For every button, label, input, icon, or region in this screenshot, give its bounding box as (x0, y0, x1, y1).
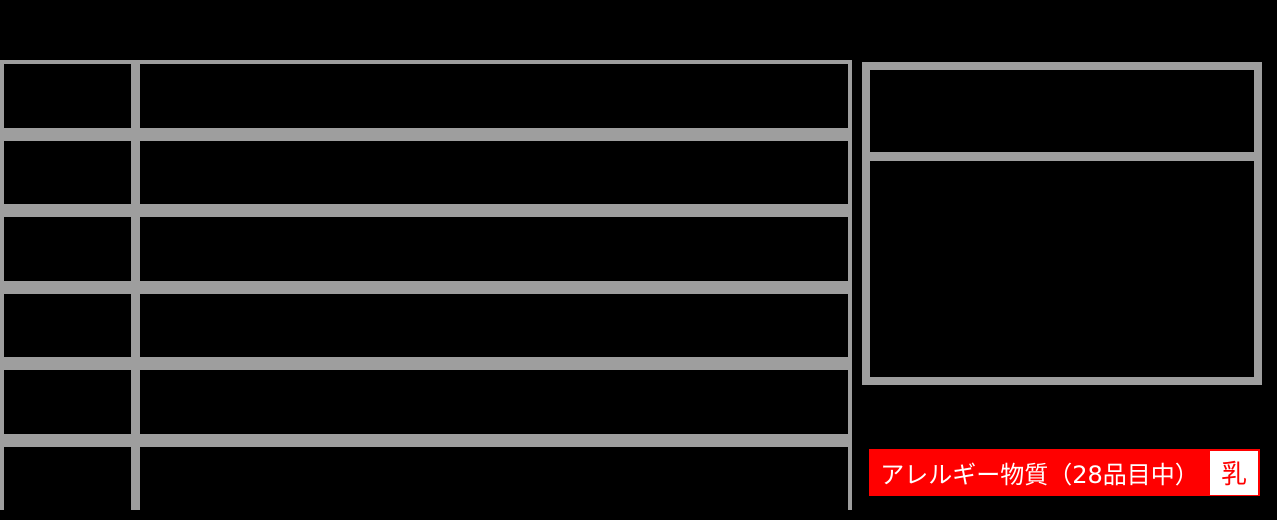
table-cell-value (140, 446, 848, 510)
table-row (0, 217, 852, 281)
allergy-badge: アレルギー物質（28品目中） 乳 (869, 449, 1260, 496)
table-cell-label (4, 370, 131, 434)
table-cell-label (4, 64, 131, 128)
table-cell-value (140, 217, 848, 281)
side-panel-bottom-cell (870, 161, 1254, 377)
table-row (0, 140, 852, 204)
row-divider (0, 280, 852, 294)
header-band (0, 0, 1277, 60)
table-cell-label (4, 217, 131, 281)
allergy-badge-label: アレルギー物質（28品目中） (880, 461, 1199, 489)
table-cell-label (4, 140, 131, 204)
table-row (0, 64, 852, 128)
table-row (0, 446, 852, 510)
spec-table (0, 60, 852, 510)
side-panel (862, 62, 1262, 385)
row-divider (0, 127, 852, 141)
row-divider (0, 357, 852, 370)
side-panel-top-cell (870, 70, 1254, 152)
row-divider (0, 204, 852, 217)
table-cell-label (4, 293, 131, 357)
table-cell-label (4, 446, 131, 510)
table-cell-value (140, 64, 848, 128)
table-row (0, 293, 852, 357)
allergy-chip-milk: 乳 (1210, 450, 1258, 495)
table-cell-value (140, 370, 848, 434)
row-divider (0, 433, 852, 447)
table-cell-value (140, 140, 848, 204)
table-row (0, 370, 852, 434)
table-cell-value (140, 293, 848, 357)
